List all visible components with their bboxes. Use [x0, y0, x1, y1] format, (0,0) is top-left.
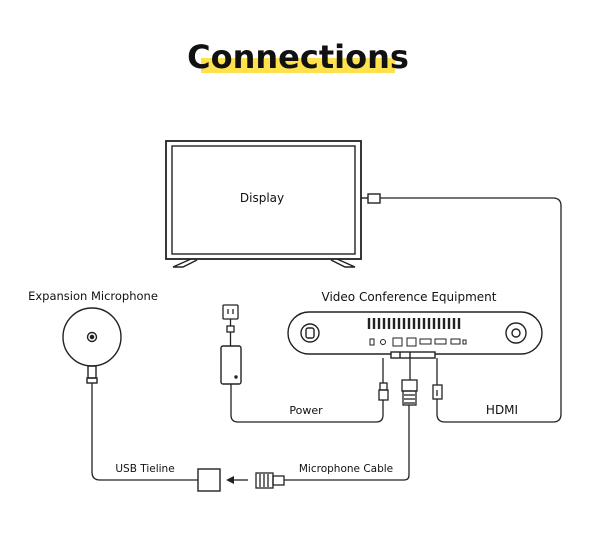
- cables: [91, 197, 562, 481]
- display-hdmi-plug: [367, 193, 381, 204]
- power-cable: [230, 384, 384, 423]
- display-outer-frame: [165, 140, 362, 260]
- page-title: Connections: [187, 38, 409, 76]
- expansion-microphone-icon: [62, 307, 122, 384]
- display-label: Display: [240, 191, 284, 205]
- power-adapter-icon: [220, 345, 242, 385]
- display-right-foot: [330, 258, 356, 268]
- port-usb: [450, 338, 461, 345]
- video-bar-left-knob: [300, 323, 320, 343]
- hdmi-cable: [380, 197, 562, 423]
- display-screen: [171, 145, 356, 255]
- usb-tieline-label: USB Tieline: [115, 463, 174, 475]
- port-audio: [380, 339, 386, 345]
- microphone-cable-label: Microphone Cable: [299, 463, 393, 475]
- speaker-grille: [367, 318, 461, 329]
- mic-cable-rj-connector: [401, 358, 418, 406]
- power-label: Power: [289, 404, 323, 417]
- port-hdmi-1: [419, 338, 432, 345]
- display-device: [165, 140, 381, 268]
- expansion-microphone-label: Expansion Microphone: [28, 289, 158, 303]
- video-bar-ports: [369, 337, 467, 347]
- wall-outlet-icon: [222, 304, 239, 346]
- port-dc: [369, 338, 375, 346]
- mic-cable-plug-at-hub: [255, 472, 285, 489]
- port-lan: [392, 337, 403, 347]
- port-hdmi-2: [434, 338, 447, 345]
- usb-tieline-box-icon: [197, 468, 221, 492]
- power-plug-connector: [378, 358, 389, 405]
- title-group: Connections: [187, 38, 409, 76]
- port-mic: [406, 337, 417, 347]
- microphone-usb-connector: [87, 365, 97, 379]
- video-conference-equipment-label: Video Conference Equipment: [322, 290, 497, 304]
- hdmi-label: HDMI: [486, 403, 518, 417]
- video-bar-camera: [505, 322, 527, 344]
- video-conference-bar: [287, 311, 543, 359]
- arrow-left-icon: [226, 476, 248, 484]
- usb-tieline-cable: [91, 383, 198, 481]
- title-highlight: [201, 58, 395, 73]
- microphone-cable: [284, 405, 410, 481]
- display-left-foot: [172, 258, 198, 268]
- hdmi-plug-connector: [432, 358, 443, 400]
